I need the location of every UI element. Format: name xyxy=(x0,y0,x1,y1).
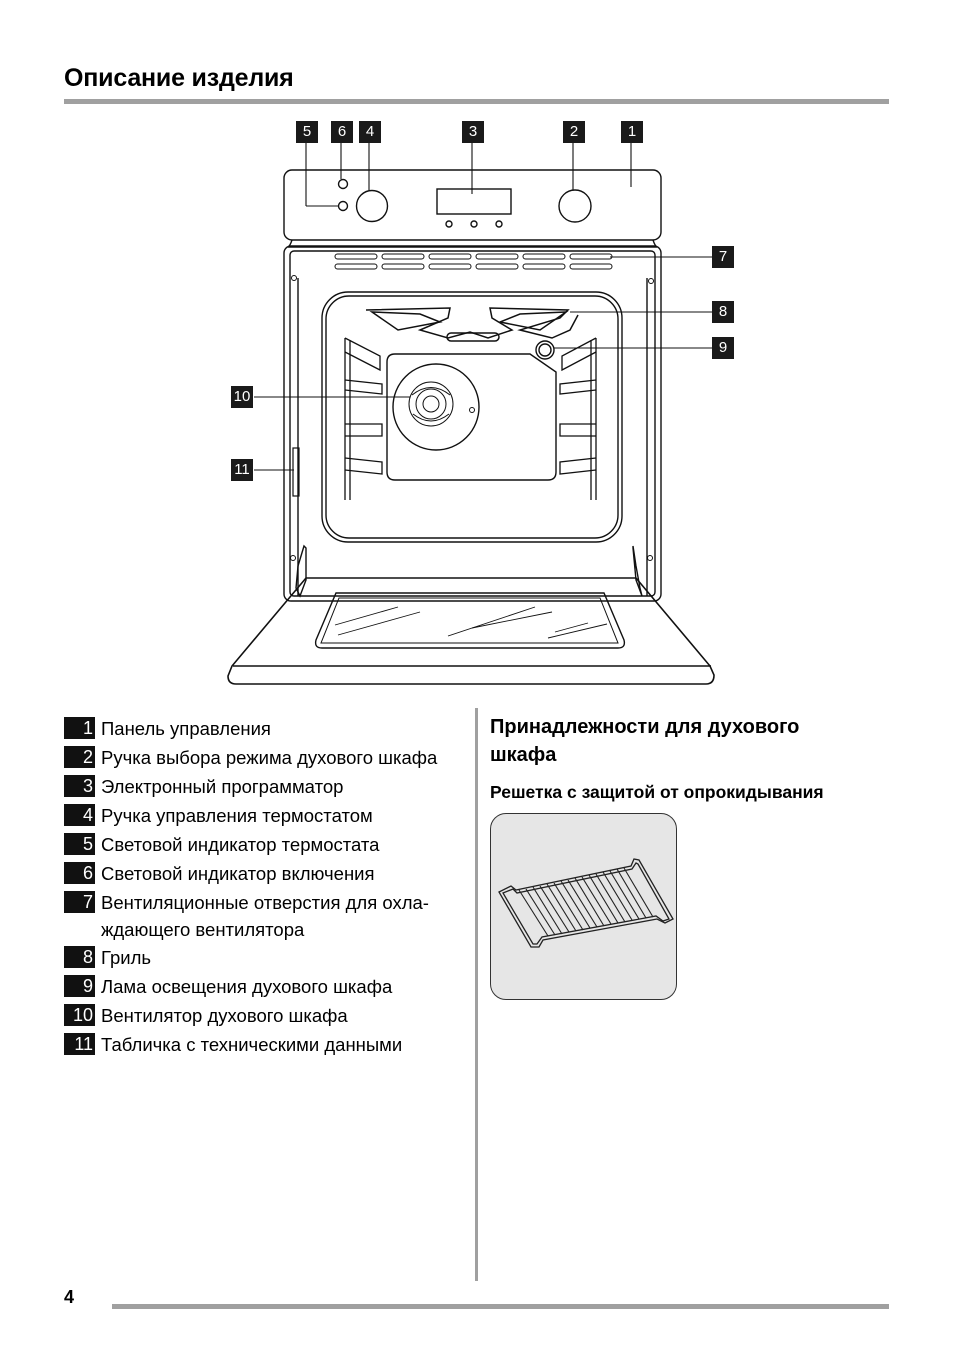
callout-10: 10 xyxy=(231,386,253,408)
legend-number: 7 xyxy=(64,891,95,913)
accessories-heading: Принадлежности для духового шкафа xyxy=(490,716,800,766)
oven-body xyxy=(283,245,662,602)
vent-slots xyxy=(334,253,613,270)
legend-number: 8 xyxy=(64,946,95,968)
legend-number: 1 xyxy=(64,717,95,739)
indicator-5 xyxy=(337,200,349,212)
legend-text: Световой индикатор включения xyxy=(101,863,375,884)
shelf-rails-right xyxy=(559,337,597,500)
legend-item: 2 Ручка выбора режима духового шкафа xyxy=(64,743,464,772)
legend-number: 9 xyxy=(64,975,95,997)
legend-item: 1 Панель управления xyxy=(64,714,464,743)
fan-cover xyxy=(392,363,480,451)
page-title: Описание изделия xyxy=(64,64,294,92)
legend-text: Панель управления xyxy=(101,718,271,739)
callout-11: 11 xyxy=(231,459,253,481)
legend-item: 11 Табличка с техническими данными xyxy=(64,1030,464,1059)
callout-7: 7 xyxy=(712,246,734,268)
legend-text: Электронный программатор xyxy=(101,776,344,797)
legend-item: 5 Световой индикатор термостата xyxy=(64,830,464,859)
wire-shelf-icon xyxy=(498,858,674,948)
legend-text: Табличка с техническими данными xyxy=(101,1034,403,1055)
legend-text: Лама освещения духового шкафа xyxy=(101,976,393,997)
accessory-subheading: Решетка с защитой от опрокидывания xyxy=(490,782,824,802)
legend-number: 2 xyxy=(64,746,95,768)
programmer-display xyxy=(436,188,512,215)
oven-illustration xyxy=(227,143,715,685)
page-number: 4 xyxy=(64,1287,75,1307)
indicator-6 xyxy=(337,178,349,190)
legend-text: Ручка управления термостатом xyxy=(101,805,373,826)
shelf-rails-left xyxy=(344,337,383,500)
oven-door xyxy=(227,577,715,685)
legend-item: 10 Вентилятор духового шкафа xyxy=(64,1001,464,1030)
callout-6: 6 xyxy=(331,121,353,143)
oven-cavity xyxy=(321,291,623,543)
leader-lines xyxy=(254,143,712,471)
legend-number: 6 xyxy=(64,862,95,884)
legend-text: Ручка выбора режима духового шкафа xyxy=(101,747,438,768)
parts-legend: 1 Панель управления 2 Ручка выбора режим… xyxy=(64,714,464,1059)
grill-element xyxy=(365,307,579,342)
oven-diagram: 5 6 4 3 2 1 7 8 9 10 11 xyxy=(227,121,734,685)
legend-item: 4 Ручка управления термостатом xyxy=(64,801,464,830)
callout-5: 5 xyxy=(296,121,318,143)
legend-text: Вентилятор духового шкафа xyxy=(101,1005,348,1026)
mode-knob xyxy=(558,189,592,223)
legend-text: Вентиляционные отверстия для охла-ждающе… xyxy=(101,892,429,940)
legend-number: 4 xyxy=(64,804,95,826)
legend-item: 9 Лама освещения духового шкафа xyxy=(64,972,464,1001)
callout-8: 8 xyxy=(712,301,734,323)
legend-number: 3 xyxy=(64,775,95,797)
hinge-left xyxy=(295,544,307,598)
door-glass xyxy=(314,592,626,649)
callout-1: 1 xyxy=(621,121,643,143)
column-divider xyxy=(475,708,478,1281)
wire-shelf-image xyxy=(490,813,677,1000)
rating-plate xyxy=(292,447,300,497)
legend-number: 10 xyxy=(64,1004,95,1026)
callout-4: 4 xyxy=(359,121,381,143)
callout-9: 9 xyxy=(712,337,734,359)
legend-text: Световой индикатор термостата xyxy=(101,834,380,855)
callout-2: 2 xyxy=(563,121,585,143)
legend-number: 5 xyxy=(64,833,95,855)
back-panel xyxy=(386,353,557,481)
legend-number: 11 xyxy=(64,1033,95,1055)
fan-blades xyxy=(408,381,454,427)
title-divider xyxy=(64,99,889,104)
footer-divider xyxy=(112,1304,889,1309)
legend-text: Гриль xyxy=(101,947,152,968)
legend-item: 3 Электронный программатор xyxy=(64,772,464,801)
legend-item: 6 Световой индикатор включения xyxy=(64,859,464,888)
legend-item: 7 Вентиляционные отверстия для охла-ждаю… xyxy=(64,888,464,943)
callout-3: 3 xyxy=(462,121,484,143)
oven-lamp xyxy=(535,340,555,360)
thermostat-knob xyxy=(355,189,389,223)
glass-reflections xyxy=(334,606,608,639)
legend-item: 8 Гриль xyxy=(64,943,464,972)
hinge-right xyxy=(632,545,643,597)
